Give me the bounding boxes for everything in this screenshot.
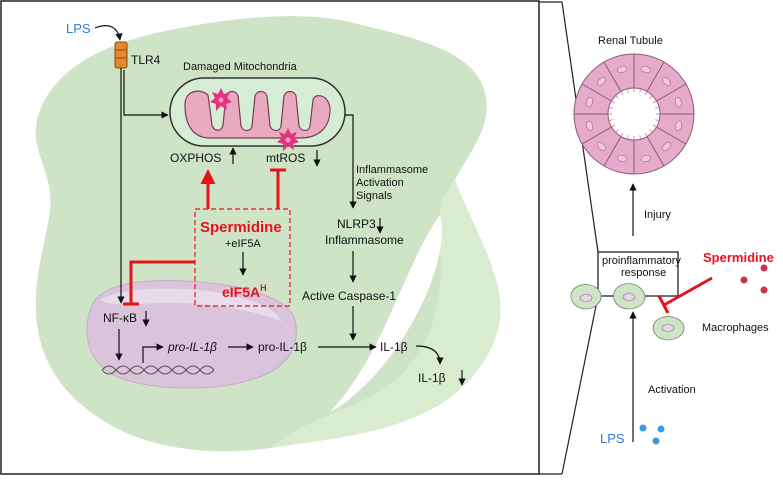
lps-label: LPS [66,21,91,36]
activation-label: Activation [648,384,696,396]
spermidine-right-label: Spermidine [703,250,774,265]
tubule-brush-border [639,88,642,93]
tubule-cell-nucleus [616,66,628,74]
active-caspase-label: Active Caspase-1 [302,289,396,303]
tubule-cell-nucleus [674,120,682,132]
tubule-cell-border [646,136,665,167]
tubule-cell-nucleus [616,154,628,162]
tubule-brush-border [615,129,619,133]
spermidine-dots-icon [740,264,768,294]
damaged-mitochondria-label: Damaged Mitochondria [183,61,298,73]
tubule-brush-border [652,124,657,128]
tubule-cell-border [603,61,622,92]
eif5ah-label: eIF5AH [222,283,267,300]
tubule-brush-border [615,95,619,99]
tubule-cell-nucleus [662,77,671,86]
tubule-cell-border [581,126,612,145]
ros-burst-icon [210,88,299,151]
tubule-cell-nucleus [586,120,594,132]
il1b-label: IL-1β [380,340,408,354]
nlrp3-label: NLRP3 [337,217,376,231]
tubule-brush-border [620,91,624,96]
eif5a-label: +eIF5A [225,238,261,250]
tubule-cell-border [646,61,665,92]
tubule-brush-border [644,132,648,137]
tubule-cell-nucleus [586,96,594,108]
tlr4-receptor-icon [114,41,128,69]
tubule-brush-border [626,88,629,93]
pro-il1b-label: pro-IL-1β [258,340,307,354]
mtros-label: mtROS [266,151,305,165]
tubule-brush-border [644,91,648,96]
mitochondrion [169,77,346,147]
cell-highlight [330,215,442,412]
tubule-brush-border [626,135,629,140]
tubule-cell-nucleus [674,96,682,108]
tubule-cell-nucleus [597,142,606,151]
proinflammatory-label-1: proinflammatory [602,255,681,267]
zoom-connector-bottom [561,295,599,475]
tlr4-label: TLR4 [131,53,161,67]
tubule-brush-border [649,95,653,99]
tubule-cell-nucleus [662,142,671,151]
lps-right-label: LPS [600,431,625,446]
lps-dots-icon [639,424,665,445]
tubule-brush-border [652,100,657,104]
nlrp3-inflammasome-label: Inflammasome [325,233,404,247]
il1b-secreted-label: IL-1β [418,371,446,385]
inflammasome-signal-1: Inflammasome [356,164,428,176]
tubule-brush-border [608,119,613,122]
proinflammatory-label-2: response [621,267,666,279]
macrophage-icon [570,283,685,341]
tubule-cell-border [581,83,612,102]
tubule-brush-border [655,106,660,109]
tubule-cell-nucleus [597,77,606,86]
tubule-brush-border [611,100,616,104]
oxphos-label: OXPHOS [170,151,221,165]
spermidine-label: Spermidine [200,219,282,236]
tubule-brush-border [639,135,642,140]
renal-tubule-label: Renal Tubule [598,35,663,47]
pro-il1b-gene-label: pro-IL-1β [167,340,217,354]
tubule-cell-nucleus [640,66,652,74]
dna-icon [101,365,215,375]
tubule-cell-border [603,136,622,167]
tubule-cell-border [656,83,687,102]
tubule-brush-border [611,124,616,128]
tubule-brush-border [649,129,653,133]
injury-label: Injury [644,209,671,221]
tubule-cell-nucleus [640,154,652,162]
nfkb-label: NF-κB [103,311,137,325]
tubule-cell-border [656,126,687,145]
inflammasome-signal-2: Activation [356,177,404,189]
tubule-brush-border [655,119,660,122]
renal-tubule [573,53,695,175]
inflammasome-signal-3: Signals [356,190,393,202]
macrophages-label: Macrophages [702,322,769,334]
tubule-brush-border [608,106,613,109]
tubule-brush-border [620,132,624,137]
